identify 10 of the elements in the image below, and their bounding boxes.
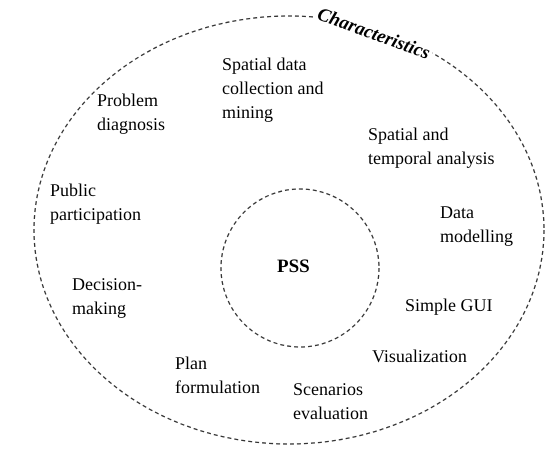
center-label: PSS	[277, 256, 310, 278]
feature-label: Scenarios evaluation	[293, 378, 369, 425]
feature-label: Spatial and temporal analysis	[368, 123, 496, 170]
feature-label: Simple GUI	[405, 294, 494, 317]
feature-label: Public participation	[50, 179, 142, 226]
feature-label: Data modelling	[440, 201, 514, 248]
feature-label: Visualization	[372, 345, 468, 368]
feature-label: Decision-making	[72, 273, 143, 320]
feature-label: Plan formulation	[175, 352, 261, 399]
feature-label: Problem diagnosis	[97, 89, 166, 136]
